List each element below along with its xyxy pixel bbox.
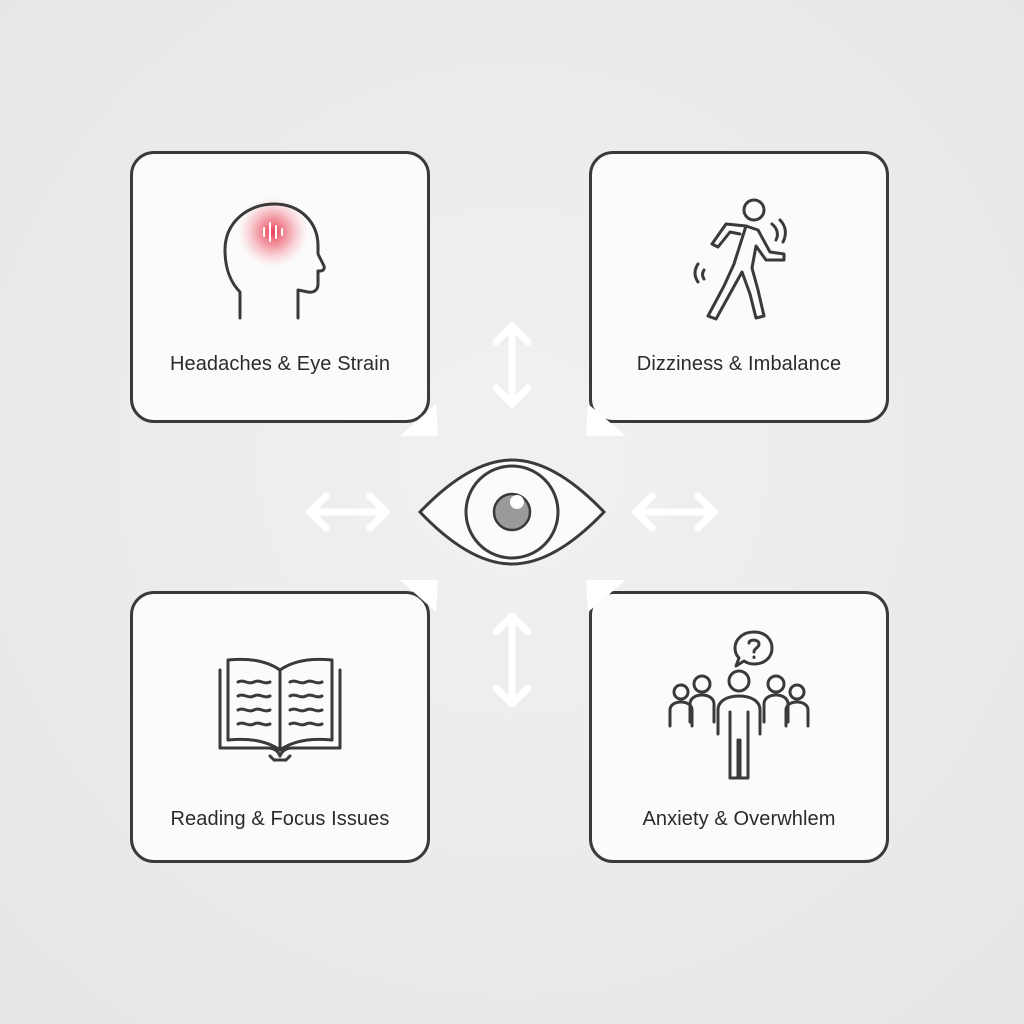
horizontal-arrow-left-icon bbox=[306, 492, 390, 532]
card-reading-focus-issues: Reading & Focus Issues bbox=[130, 591, 430, 863]
card-dizziness-imbalance: Dizziness & Imbalance bbox=[589, 151, 889, 423]
card-headaches-eye-strain: Headaches & Eye Strain bbox=[130, 151, 430, 423]
card-anxiety-overwhelm: Anxiety & Overwhlem bbox=[589, 591, 889, 863]
card-label: Anxiety & Overwhlem bbox=[642, 808, 836, 830]
open-book-icon bbox=[218, 657, 342, 762]
card-label: Reading & Focus Issues bbox=[170, 808, 390, 830]
horizontal-arrow-right-icon bbox=[632, 492, 718, 532]
card-label: Dizziness & Imbalance bbox=[636, 353, 842, 375]
crowd-question-icon bbox=[668, 630, 810, 780]
vertical-arrow-bottom-icon bbox=[492, 612, 532, 708]
unbalanced-person-icon bbox=[693, 198, 787, 321]
head-pain-icon bbox=[223, 196, 326, 320]
eye-icon bbox=[417, 458, 607, 566]
card-label: Headaches & Eye Strain bbox=[169, 353, 391, 375]
vertical-arrow-top-icon bbox=[492, 322, 532, 408]
